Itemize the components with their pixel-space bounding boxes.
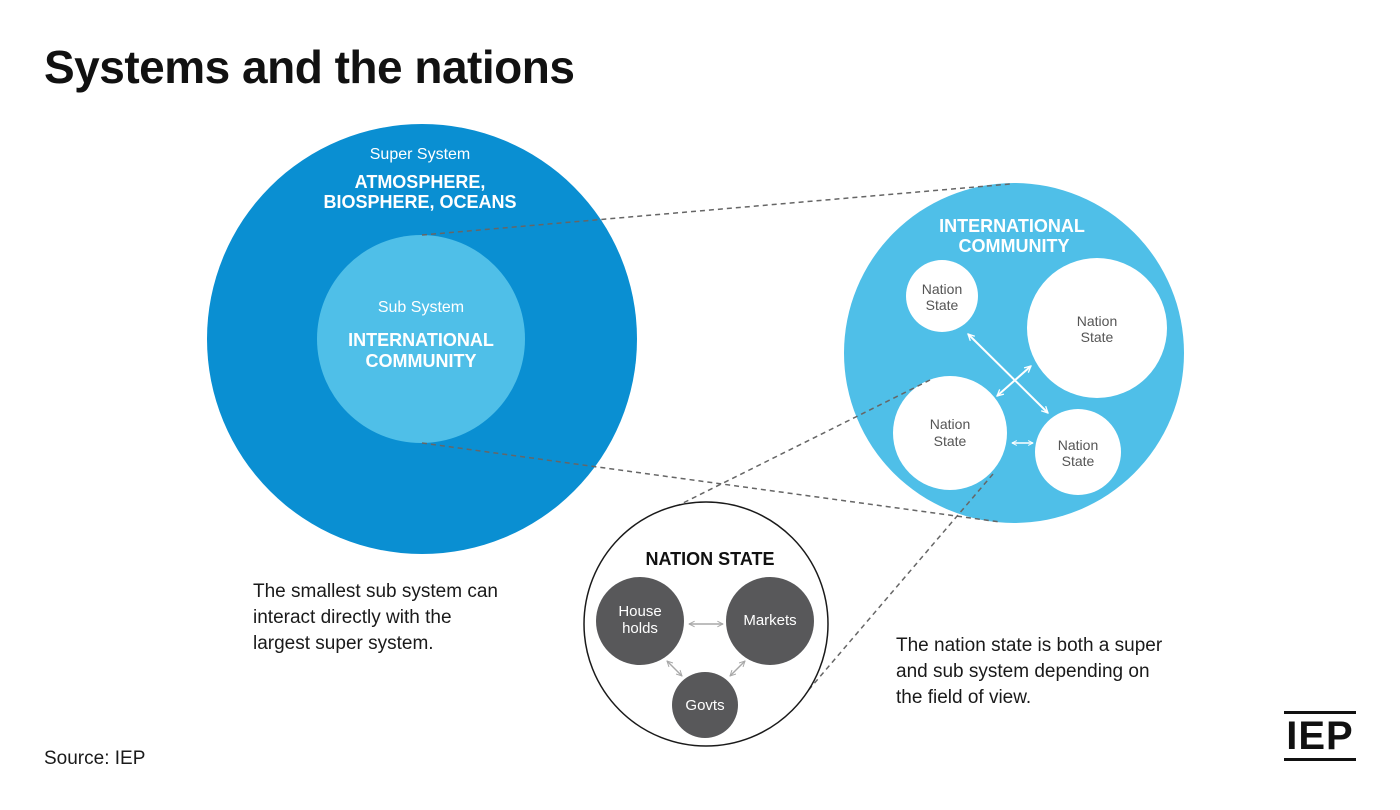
caption-right-line-1: The nation state is both a super	[896, 635, 1163, 656]
international-community-title-line-1: INTERNATIONAL	[939, 216, 1085, 236]
international-community-title-line-2: COMMUNITY	[959, 236, 1070, 256]
nation-state-2-line-2: State	[1081, 329, 1114, 345]
nation-state-3-line-1: Nation	[930, 416, 970, 432]
zoom-line-bottom	[421, 442, 1001, 523]
households-label-line-2: holds	[622, 620, 658, 637]
households-govts-arrow	[667, 661, 682, 676]
nation-state-circle-2	[1027, 258, 1167, 398]
source-note: Source: IEP	[44, 748, 146, 769]
logo-top-rule	[1284, 711, 1356, 714]
households-node	[596, 577, 684, 665]
zoom-line-nation-left	[664, 379, 931, 513]
super-system-name-line-2: BIOSPHERE, OCEANS	[323, 192, 516, 212]
households-label-line-1: House	[618, 603, 661, 620]
markets-label: Markets	[743, 612, 796, 629]
nation-state-1-line-2: State	[926, 297, 959, 313]
govts-node	[672, 672, 738, 738]
nation-state-1-line-1: Nation	[922, 281, 962, 297]
nation-state-circle-4	[1035, 409, 1121, 495]
chart-title: Systems and the nations	[44, 41, 575, 93]
caption-right-line-3: the field of view.	[896, 687, 1032, 708]
caption-right: The nation state is both a super and sub…	[896, 633, 1162, 711]
caption-left: The smallest sub system can interact dir…	[253, 579, 498, 657]
super-system-label: Super System	[370, 146, 470, 163]
markets-node	[726, 577, 814, 665]
zoom-line-nation-right	[805, 473, 994, 694]
sub-system-circle	[317, 235, 525, 443]
sub-system-name-line-1: INTERNATIONAL	[348, 330, 494, 350]
iep-logo: IEP	[1284, 711, 1356, 761]
interaction-arrow-nation-2-3	[997, 366, 1031, 396]
sub-system-name-line-2: COMMUNITY	[366, 351, 477, 371]
nation-state-4-line-1: Nation	[1058, 437, 1098, 453]
logo-bottom-rule	[1284, 758, 1356, 761]
nation-state-3-line-2: State	[934, 433, 967, 449]
nation-state-2-line-1: Nation	[1077, 313, 1117, 329]
sub-system-label: Sub System	[378, 299, 464, 316]
super-system-name-line-1: ATMOSPHERE,	[355, 172, 486, 192]
caption-left-line-2: interact directly with the	[253, 607, 452, 628]
nation-state-title: NATION STATE	[646, 549, 775, 569]
caption-left-line-3: largest super system.	[253, 633, 434, 654]
govts-label: Govts	[685, 697, 724, 714]
logo-text: IEP	[1286, 714, 1354, 758]
caption-left-line-1: The smallest sub system can	[253, 581, 498, 602]
caption-right-line-2: and sub system depending on	[896, 661, 1150, 682]
nation-state-4-line-2: State	[1062, 453, 1095, 469]
nation-state-circle-1	[906, 260, 978, 332]
markets-govts-arrow	[730, 661, 745, 676]
